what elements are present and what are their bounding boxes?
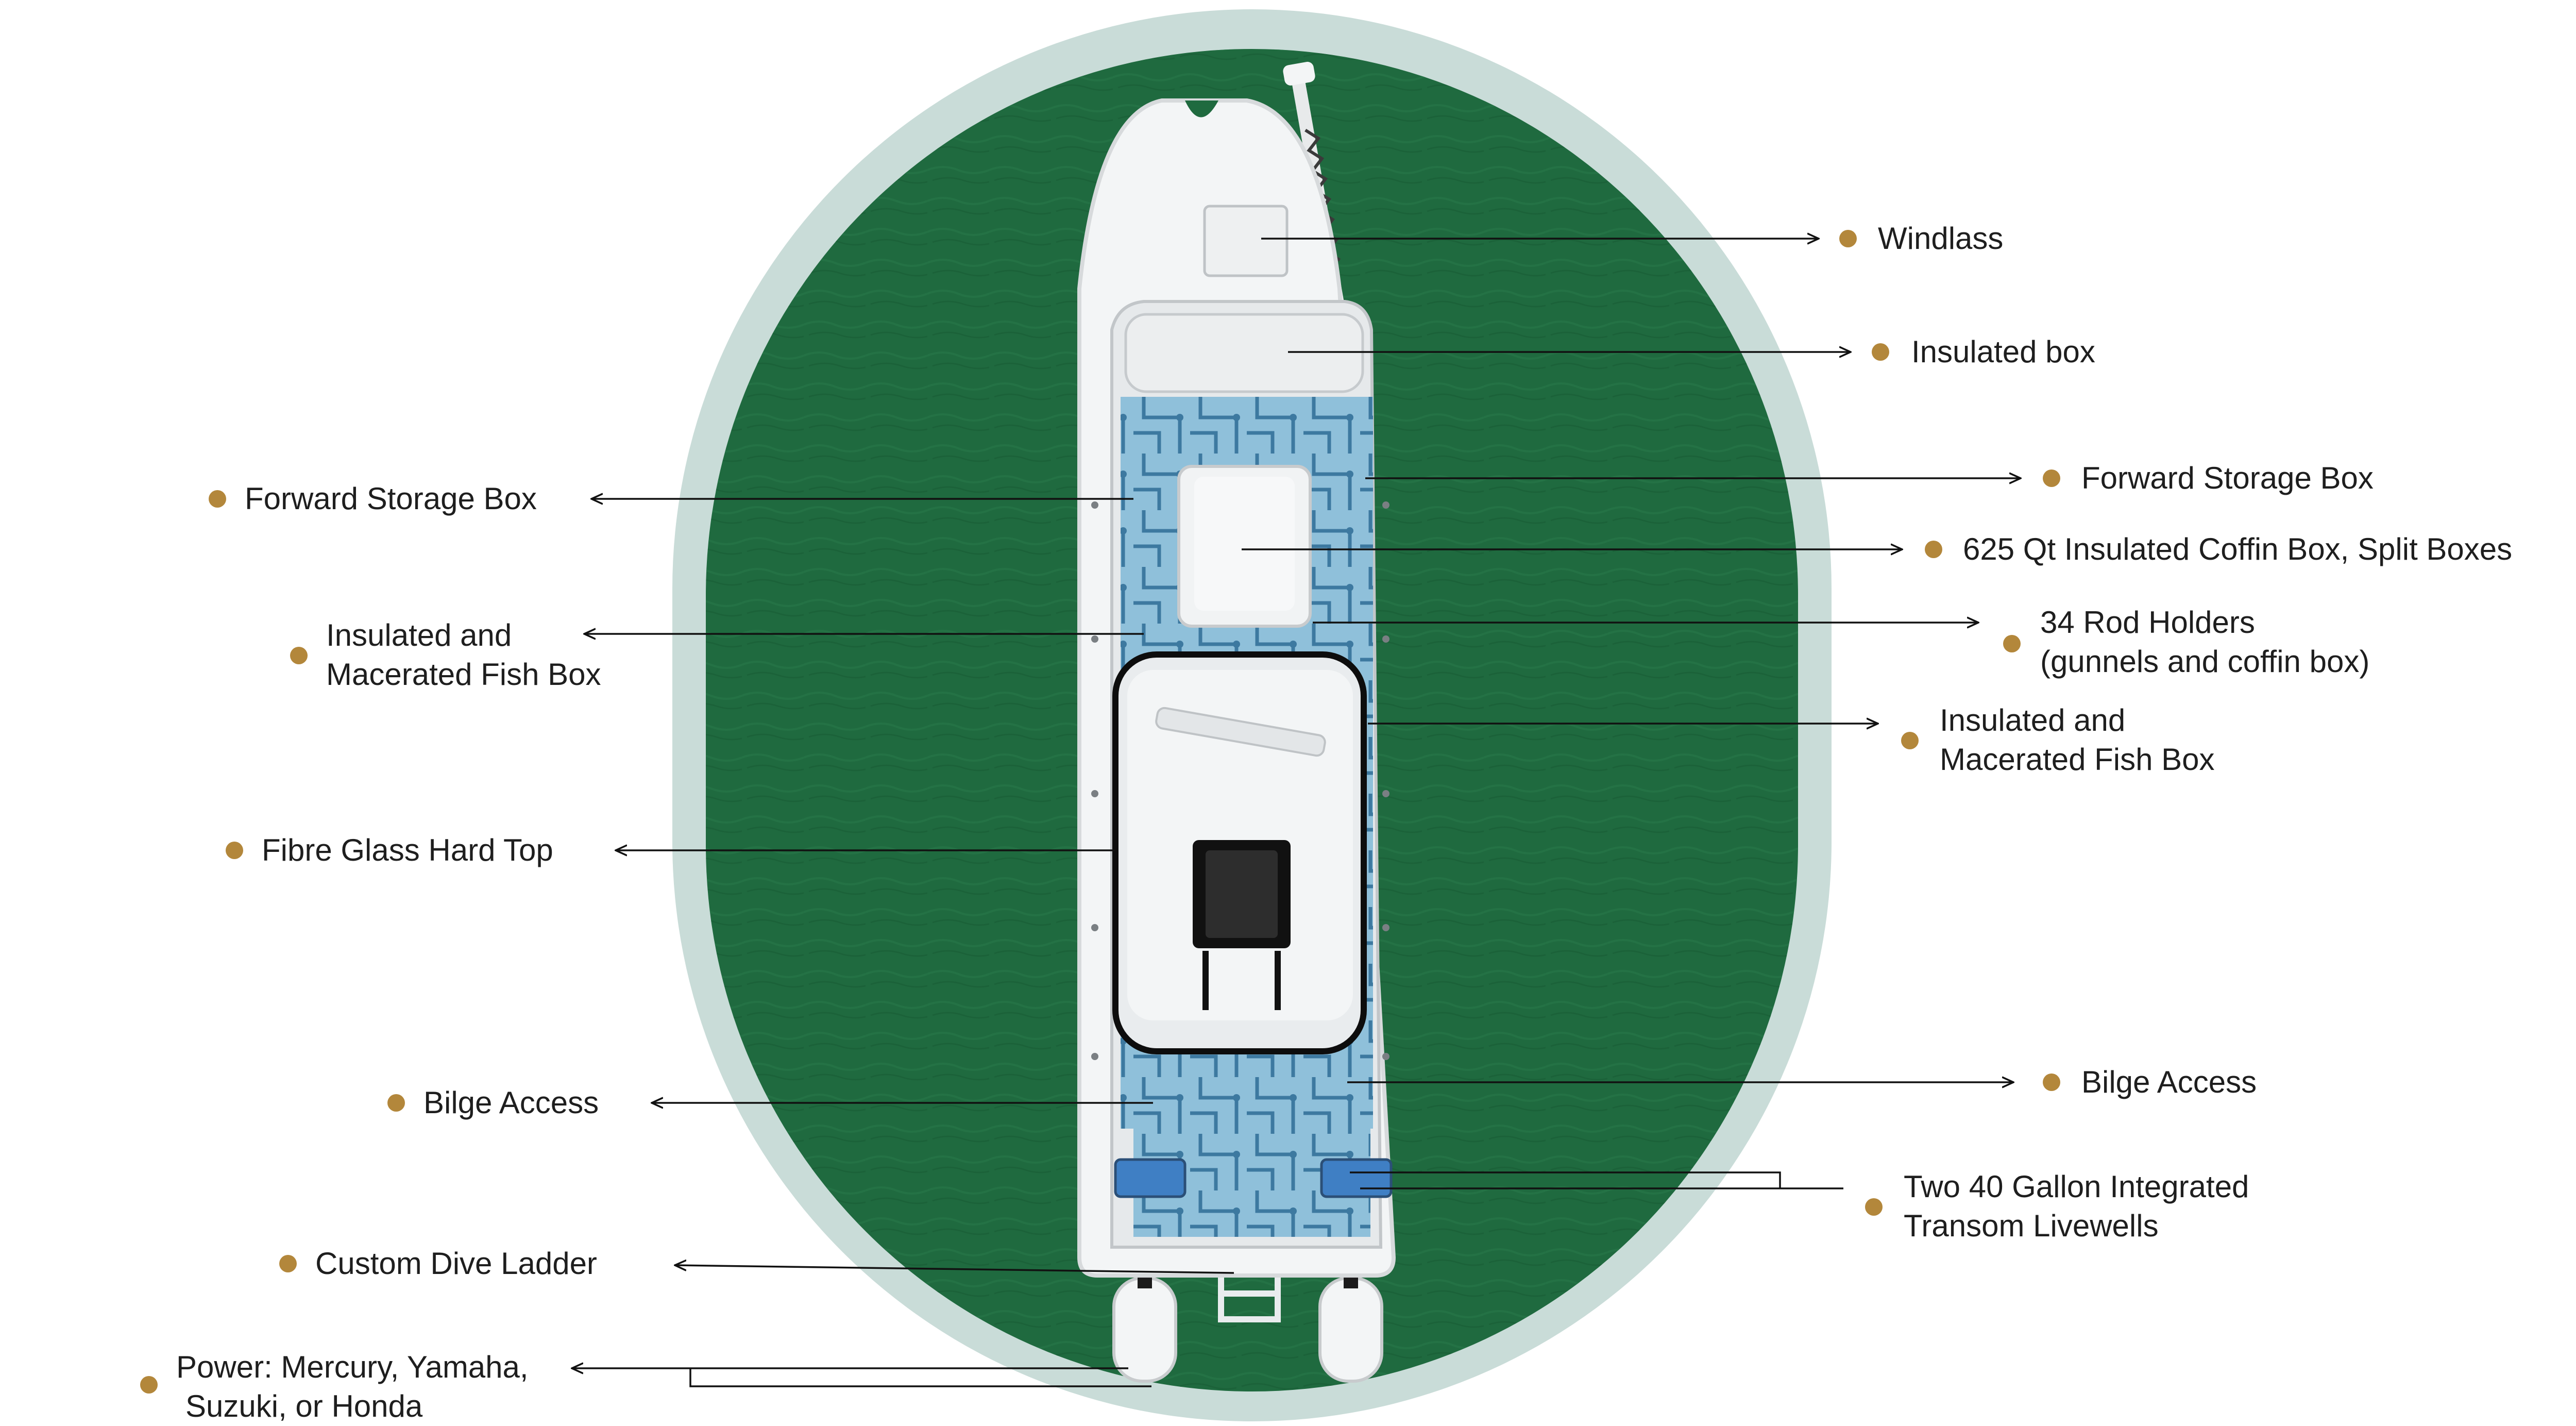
- callout-bullet: [226, 842, 243, 859]
- background-oval: [672, 9, 1832, 1421]
- callout-bilge-right: Bilge Access: [2081, 1065, 2257, 1099]
- callout-livewells-line1: Two 40 Gallon Integrated: [1904, 1169, 2249, 1204]
- outboard-engines: [1112, 1221, 1383, 1383]
- callout-forward-storage-right: Forward Storage Box: [2081, 461, 2374, 495]
- callout-coffin-box: 625 Qt Insulated Coffin Box, Split Boxes: [1963, 532, 2513, 566]
- callout-bullet: [140, 1376, 158, 1394]
- callout-bullet: [2043, 469, 2060, 487]
- callout-fish-box-left-line1: Insulated and: [326, 618, 512, 652]
- callout-rod-holders-line1: 34 Rod Holders: [2040, 605, 2255, 640]
- callout-bullet: [1901, 732, 1919, 749]
- callout-bullet: [1839, 230, 1857, 247]
- callout-bullet: [1865, 1198, 1883, 1216]
- hard-top: [1112, 651, 1367, 1054]
- callout-power-line1: Power: Mercury, Yamaha,: [176, 1350, 529, 1384]
- leader-lines: [572, 239, 2021, 1387]
- callout-livewells-line2: Transom Livewells: [1904, 1209, 2159, 1243]
- callout-rod-holders-line2: (gunnels and coffin box): [2040, 644, 2370, 679]
- callout-hard-top: Fibre Glass Hard Top: [262, 833, 553, 867]
- callout-bullet: [279, 1255, 297, 1272]
- callout-fish-box-right-line2: Macerated Fish Box: [1940, 742, 2215, 777]
- callout-bilge-left: Bilge Access: [423, 1085, 599, 1120]
- callout-bullet: [2003, 635, 2021, 652]
- callout-bullet: [387, 1094, 405, 1112]
- callout-windlass: Windlass: [1878, 221, 2004, 256]
- callout-fish-box-left-line2: Macerated Fish Box: [326, 657, 601, 692]
- callout-forward-storage-left: Forward Storage Box: [245, 481, 537, 516]
- callout-bullet: [2043, 1073, 2060, 1091]
- callout-bullet: [290, 647, 308, 664]
- callout-power-line2: Suzuki, or Honda: [185, 1389, 423, 1423]
- callout-bullet: [1872, 343, 1889, 361]
- callout-insulated-box: Insulated box: [1911, 334, 2095, 369]
- callout-dive-ladder: Custom Dive Ladder: [315, 1246, 597, 1281]
- callout-fish-box-right-line1: Insulated and: [1940, 703, 2126, 737]
- callout-bullet: [209, 490, 226, 508]
- callout-bullet: [1925, 541, 1942, 558]
